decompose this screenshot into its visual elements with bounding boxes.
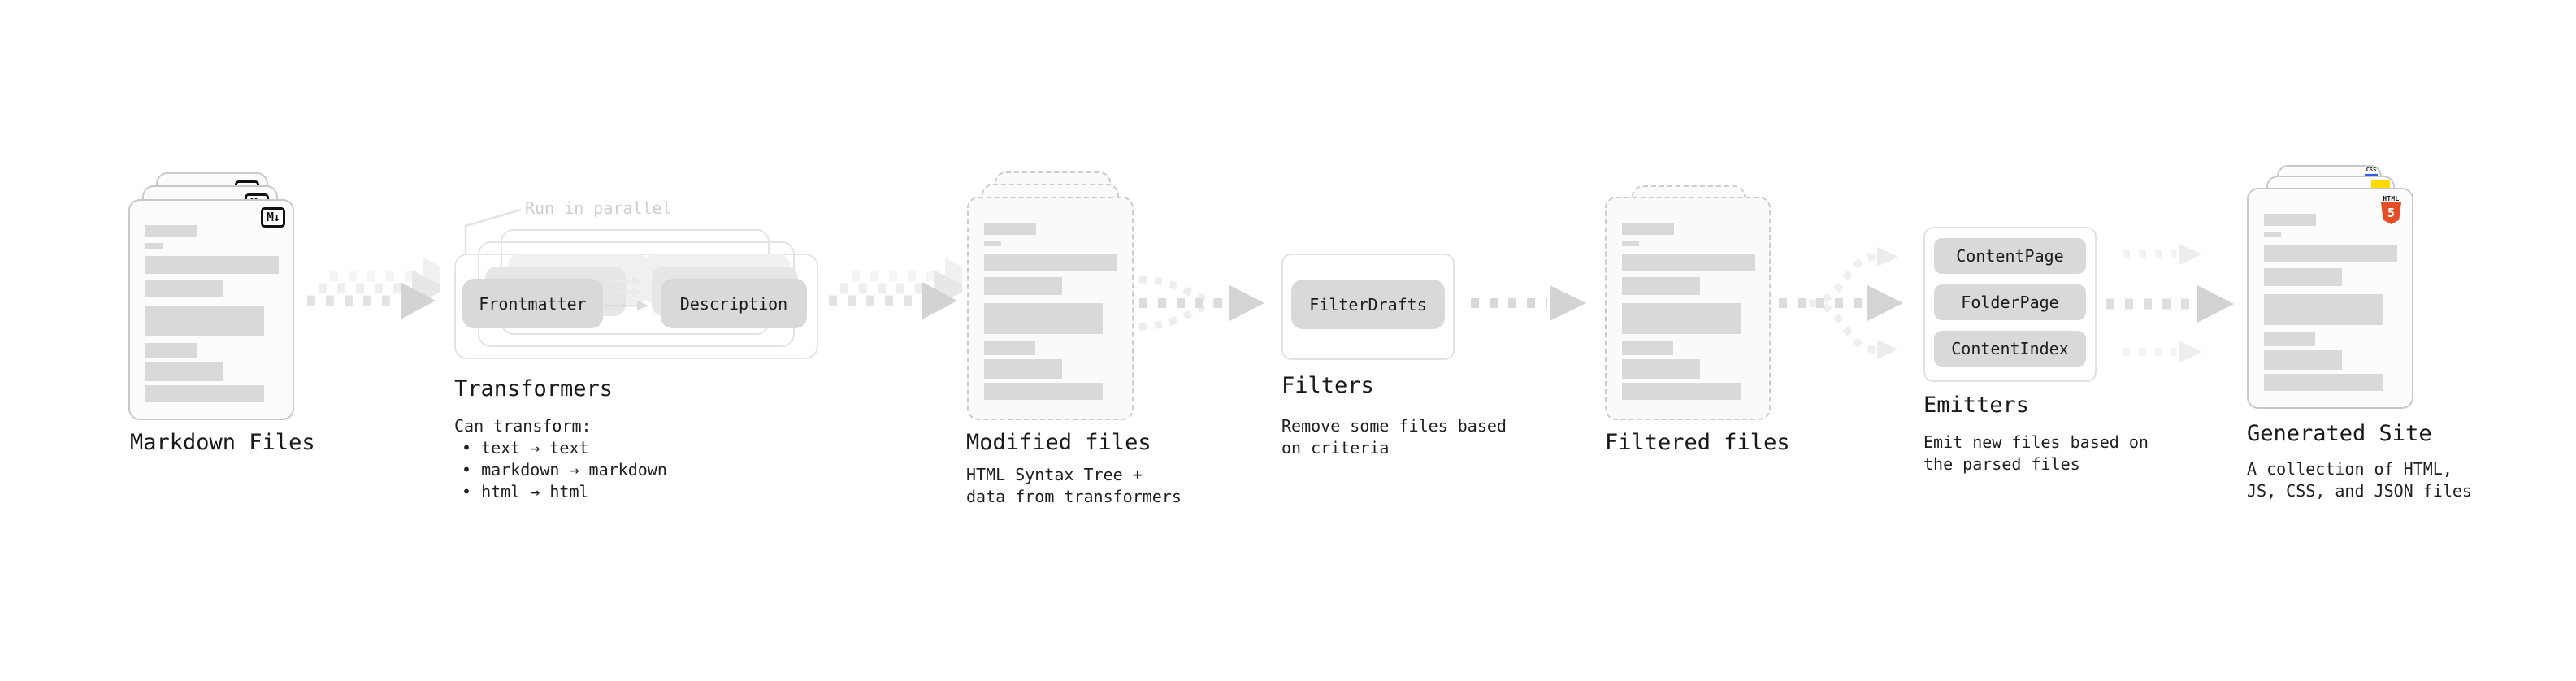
transformer-chip-description: Description: [661, 279, 807, 328]
markdown-icon: M↓: [260, 207, 285, 228]
file-content-placeholder: [2249, 189, 2412, 407]
modified-files-title: Modified files: [966, 430, 1151, 455]
placeholder-bar: [145, 385, 264, 402]
placeholder-bar: [145, 256, 279, 274]
flow-arrow-filtered-to-emitters-fan-out: [1779, 247, 1903, 359]
filtered-file-front: [1605, 197, 1771, 420]
run-in-parallel-annotation: Run in parallel: [525, 198, 672, 218]
placeholder-bar: [2264, 350, 2342, 370]
transformers-description-heading: Can transform:: [454, 416, 592, 436]
placeholder-bar: [2264, 374, 2383, 391]
emitter-chip-contentindex: ContentIndex: [1934, 331, 2086, 367]
placeholder-bar: [145, 225, 197, 237]
css-icon: CSS: [2365, 167, 2378, 176]
markdown-file-front: M↓: [128, 199, 294, 420]
transformers-bullet-1: • text → text: [462, 438, 589, 458]
flow-arrow-emitters-to-generated: [2106, 244, 2234, 362]
placeholder-bar: [984, 223, 1036, 235]
annotation-leader-line: [464, 208, 522, 254]
placeholder-bar: [1622, 277, 1700, 295]
placeholder-bar: [1622, 303, 1741, 334]
placeholder-bar: [1622, 359, 1700, 379]
css-icon-underline: [2365, 174, 2378, 176]
js-icon: [2371, 180, 2390, 190]
filters-description-line1: Remove some files based: [1281, 416, 1507, 436]
flow-arrow-transformers-to-modified: [829, 258, 962, 319]
filters-title: Filters: [1281, 373, 1374, 398]
placeholder-bar: [145, 243, 163, 249]
placeholder-bar: [1622, 383, 1741, 400]
placeholder-bar: [1622, 340, 1673, 355]
placeholder-bar: [984, 359, 1062, 379]
emitter-chip-folderpage: FolderPage: [1934, 284, 2086, 320]
file-content-placeholder: [130, 201, 293, 419]
placeholder-bar: [2264, 214, 2316, 226]
generated-site-description-line2: JS, CSS, and JSON files: [2247, 481, 2472, 501]
placeholder-bar: [984, 241, 1001, 246]
placeholder-bar: [984, 277, 1062, 295]
placeholder-bar: [145, 362, 223, 381]
markdown-files-title: Markdown Files: [130, 430, 315, 455]
generated-file-front: HTML 5: [2247, 188, 2413, 409]
modified-files-description-line1: HTML Syntax Tree +: [966, 465, 1143, 484]
emitters-description-line2: the parsed files: [1923, 454, 2080, 474]
placeholder-bar: [145, 306, 264, 336]
modified-file-front: [967, 197, 1134, 420]
flow-arrow-modified-to-filters-fan-in: [1138, 275, 1264, 331]
filters-description-line2: on criteria: [1281, 438, 1390, 458]
placeholder-bar: [2264, 294, 2383, 325]
filtered-files-title: Filtered files: [1605, 430, 1790, 455]
placeholder-bar: [984, 254, 1117, 271]
placeholder-bar: [984, 303, 1103, 334]
placeholder-bar: [2264, 332, 2315, 346]
filter-chip-filterdrafts: FilterDrafts: [1291, 280, 1445, 329]
flow-arrow-filters-to-filtered: [1471, 285, 1586, 321]
file-content-placeholder: [1607, 198, 1769, 419]
transformers-bullet-2: • markdown → markdown: [462, 460, 667, 479]
emitter-chip-contentpage: ContentPage: [1934, 238, 2086, 274]
placeholder-bar: [1622, 241, 1639, 246]
placeholder-bar: [145, 280, 223, 297]
placeholder-bar: [145, 343, 197, 358]
flow-arrow-markdown-to-transformers: [307, 258, 440, 319]
placeholder-bar: [1622, 223, 1674, 235]
emitters-description-line1: Emit new files based on: [1923, 432, 2149, 452]
placeholder-bar: [2264, 268, 2342, 286]
html5-icon: HTML 5: [2381, 195, 2401, 224]
generated-site-title: Generated Site: [2247, 421, 2432, 446]
file-content-placeholder: [969, 198, 1132, 419]
transformers-bullet-3: • html → html: [462, 482, 589, 501]
placeholder-bar: [984, 383, 1103, 400]
parallel-mini-arrows: [605, 276, 648, 310]
emitters-title: Emitters: [1923, 393, 2030, 418]
placeholder-bar: [984, 340, 1035, 355]
modified-files-description-line2: data from transformers: [966, 487, 1182, 506]
transformers-title: Transformers: [454, 376, 614, 401]
placeholder-bar: [2264, 232, 2281, 237]
placeholder-bar: [2264, 245, 2397, 262]
generated-site-description-line1: A collection of HTML,: [2247, 459, 2452, 479]
transformer-chip-frontmatter: Frontmatter: [462, 279, 603, 328]
placeholder-bar: [1622, 254, 1755, 271]
